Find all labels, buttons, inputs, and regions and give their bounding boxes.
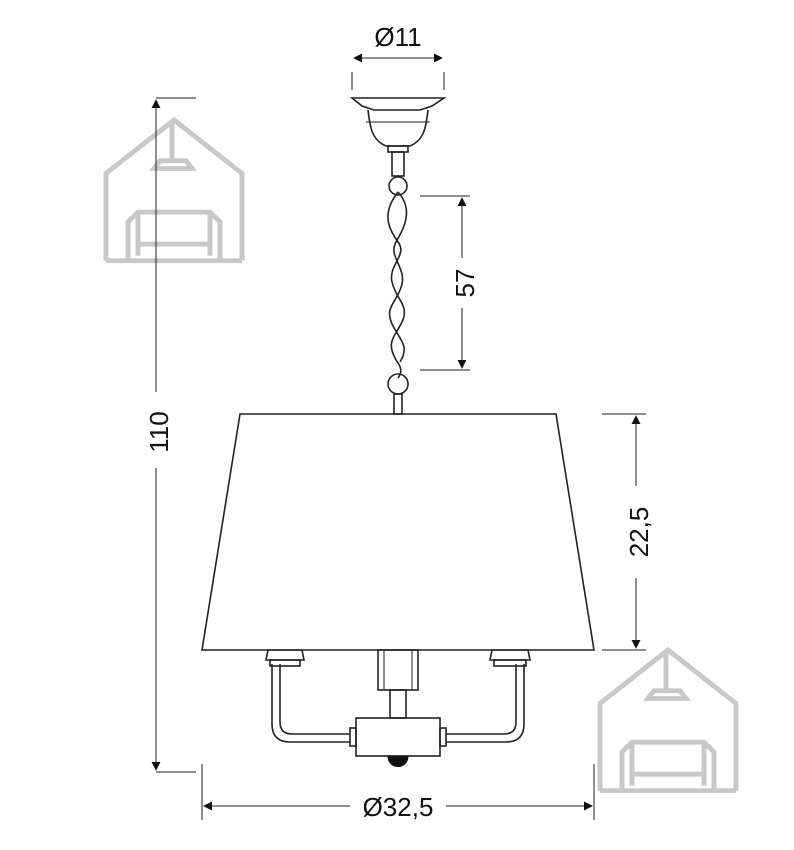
lamp-shade (201, 413, 595, 651)
ceiling-canopy (349, 97, 447, 153)
shade-height-label: 22,5 (624, 507, 654, 558)
lamp-frame (265, 649, 531, 767)
canopy-diameter-label: Ø11 (374, 22, 421, 52)
chain-length-label: 57 (450, 269, 480, 298)
total-height-label: 110 (144, 411, 174, 452)
house-sofa-logo-icon (597, 646, 739, 794)
shade-diameter-label: Ø32,5 (363, 792, 434, 822)
chain (387, 151, 409, 415)
house-sofa-logo-icon (103, 116, 245, 264)
